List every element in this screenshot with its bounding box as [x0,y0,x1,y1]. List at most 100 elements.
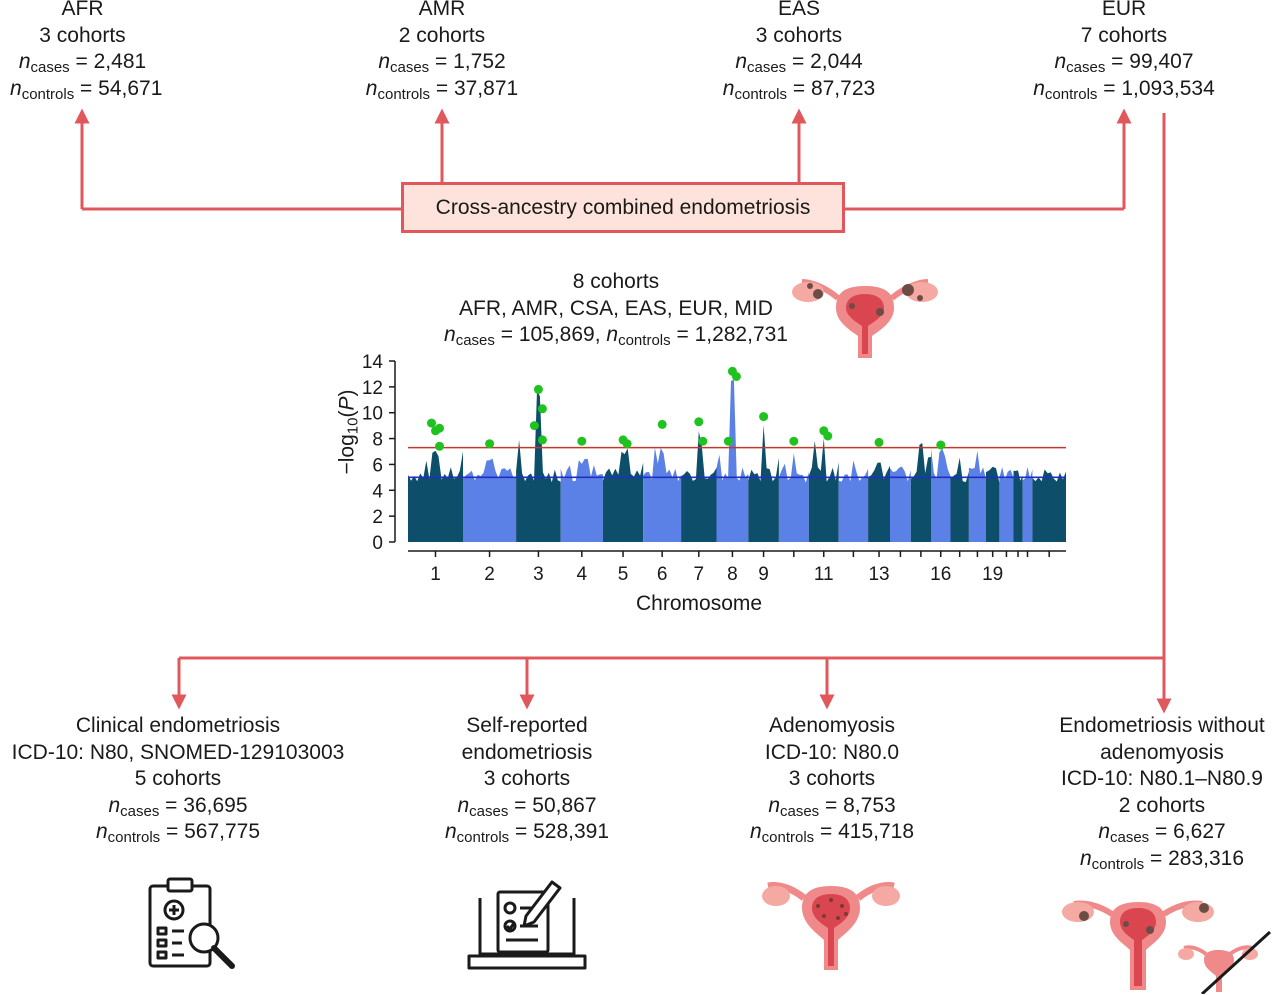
chromosome-band [778,453,809,542]
significant-snp [789,436,799,446]
ancestry-name: AMR [418,0,466,20]
cases-line: ncases = 50,867 [457,793,597,820]
significant-snp [622,439,632,449]
significant-snp [435,441,444,451]
x-tick-label: 5 [618,564,629,585]
significant-snp [577,436,587,446]
chromosome-band [868,462,890,542]
chromosome-16 [931,448,951,542]
chromosome-band [950,457,969,542]
meta-counts: ncases = 105,869, ncontrols = 1,282,731 [444,323,788,349]
ancestry-eur: EUR 7 cohorts ncases = 99,407 ncontrols … [1022,0,1226,102]
x-tick-label: 19 [982,564,1003,585]
chromosome-band [408,450,463,542]
ancestry-name: EAS [777,0,821,20]
chromosome-band [808,438,839,542]
x-axis-label: Chromosome [636,592,763,615]
significant-snp [537,435,547,445]
controls-line: ncontrols = 567,775 [95,820,261,846]
cases-line: ncases = 1,752 [378,50,506,76]
ancestry-amr: AMR 2 cohorts ncases = 1,752 ncontrols =… [362,0,522,102]
chromosome-13 [868,462,890,542]
controls-line: ncontrols = 37,871 [365,76,519,103]
chromosome-band [838,460,869,542]
chromosome-band [716,379,749,542]
significant-snp [485,439,495,449]
y-tick-label: 12 [362,378,383,399]
chromosome-X [1032,469,1066,542]
chromosome-band [968,450,986,542]
subtype-title: Adenomyosis [768,714,896,737]
cohort-count: 2 cohorts [398,23,486,47]
y-tick-label: 8 [372,430,383,451]
chromosome-2 [463,458,517,542]
significant-snp [731,372,741,381]
chromosome-15 [910,443,931,542]
x-tick-label: 11 [814,564,834,585]
x-tick-label: 3 [533,564,544,585]
subtype-title: Endometriosis without [1059,714,1265,737]
chromosome-9 [748,425,779,542]
cohort-count: 3 cohorts [788,767,876,790]
x-tick-label: 13 [868,564,889,585]
chromosome-band [1032,469,1066,542]
chromosome-14 [890,466,911,542]
cases-line: ncases = 36,695 [108,793,248,820]
significant-snp [657,419,667,429]
x-tick-label: 7 [694,564,705,585]
chromosome-band [463,458,517,542]
x-tick-label: 2 [484,564,495,585]
cohort-count: 7 cohorts [1080,23,1168,47]
significant-snp [694,417,704,427]
x-tick-label: 6 [657,564,668,585]
chromosome-19 [986,466,1000,542]
significant-snp [698,436,708,446]
chromosome-6 [643,447,682,542]
chromosome-3 [516,390,561,542]
controls-line: ncontrols = 528,391 [444,820,610,846]
chromosome-1 [408,450,463,542]
significant-snp [936,440,946,450]
x-tick-label: 4 [577,564,588,585]
subtype-title: Self-reported [466,714,588,737]
cross-ancestry-box: Cross-ancestry combined endometriosis [401,182,845,233]
chromosome-band [516,390,561,542]
cohort-count: 3 cohorts [39,23,126,47]
cohort-count: 3 cohorts [483,767,571,790]
subtype-code: ICD-10: N80, SNOMED-129103003 [11,740,345,764]
chromosome-band [931,448,951,542]
chromosome-7 [681,431,717,542]
controls-line: ncontrols = 87,723 [722,76,876,103]
chromosome-band [1013,470,1023,542]
subtype-adenomyosis: Adenomyosis ICD-10: N80.0 3 cohorts ncas… [740,713,924,846]
controls-line: ncontrols = 283,316 [1079,846,1245,873]
x-tick-label: 9 [758,564,769,585]
subtype-clinical: Clinical endometriosis ICD-10: N80, SNOM… [0,713,356,846]
chromosome-band [602,448,644,542]
x-tick-label: 1 [430,564,441,585]
y-tick-label: 14 [362,352,384,373]
chromosome-11 [808,438,839,542]
chromosome-band [748,425,779,542]
uterus-crossed-icon [1062,900,1272,994]
uterus-icon [792,279,938,358]
y-tick-label: 6 [372,455,383,476]
ancestry-name: EUR [1101,0,1147,20]
cohort-count: 2 cohorts [1118,793,1206,817]
significant-snp [759,412,769,422]
cases-line: ncases = 8,753 [768,793,896,820]
chromosome-22 [1022,467,1033,542]
x-tick-label: 16 [930,564,951,585]
controls-line: ncontrols = 415,718 [749,820,915,846]
subtype-title-2: endometriosis [461,740,593,764]
meta-analysis-summary: 8 cohorts AFR, AMR, CSA, EAS, EUR, MID n… [420,269,812,349]
chromosome-band [643,447,682,542]
subtype-code: ICD-10: N80.0 [764,740,900,764]
significant-snp [533,384,543,394]
chromosome-band [1022,467,1033,542]
significant-snp [427,418,436,428]
uterus-icon [762,882,900,970]
significant-snp [823,431,833,441]
cases-line: ncases = 6,627 [1098,820,1226,846]
